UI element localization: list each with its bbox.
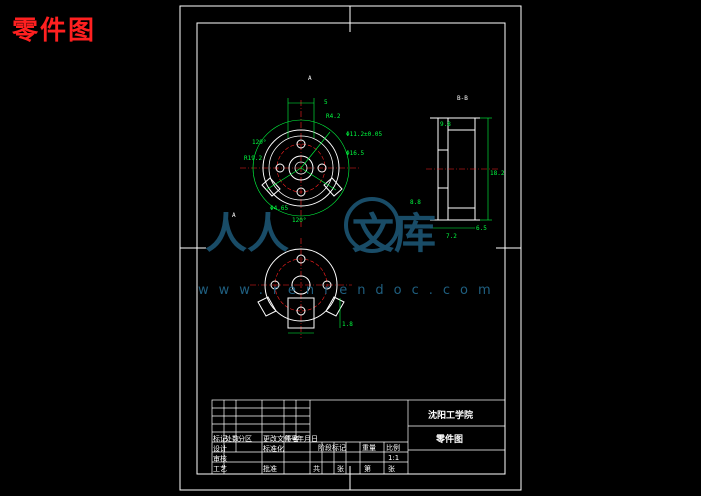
svg-text:人人: 人人 bbox=[205, 209, 289, 258]
dim-r19-2: R19.2 bbox=[244, 155, 262, 162]
tb-row-label-11: 批准 bbox=[263, 465, 277, 473]
tb-row-label-6: 年月日 bbox=[297, 435, 318, 443]
dim-7-2: 7.2 bbox=[446, 233, 457, 240]
tb-row-label-8: 标准化 bbox=[263, 445, 284, 453]
drawing-name: 零件图 bbox=[436, 435, 464, 445]
tb-scale-value: 1:1 bbox=[388, 454, 400, 462]
dim-9-8: 9.8 bbox=[440, 121, 451, 128]
tb-row-label-2: 处数 bbox=[225, 435, 239, 443]
tb-field-weight: 重量 bbox=[362, 444, 376, 452]
dim-angle-120-a: 120° bbox=[252, 139, 266, 146]
tb-row-label-3: 分区 bbox=[238, 435, 252, 443]
tb-row-label-1: 标记 bbox=[213, 435, 227, 443]
dim-dia-11-2: Φ11.2±0.05 bbox=[346, 131, 383, 138]
dim-r4-2: R4.2 bbox=[326, 113, 341, 120]
tb-field-stage: 阶段标记 bbox=[318, 444, 346, 452]
watermark-logo: 人人 文库 bbox=[205, 197, 436, 258]
dim-angle-120-b: 120° bbox=[292, 217, 306, 224]
tb-field-sheet: 张 bbox=[388, 465, 395, 473]
tb-field-sheets: 张 bbox=[337, 465, 344, 473]
dim-dia-16-5: Φ16.5 bbox=[346, 150, 364, 157]
section-label: B-B bbox=[457, 95, 468, 102]
rear-view bbox=[250, 238, 352, 338]
view-label-a-left: A bbox=[232, 212, 236, 219]
dim-6-5: 6.5 bbox=[476, 225, 487, 232]
svg-text:文库: 文库 bbox=[352, 209, 436, 258]
dim-dia-4-65: Φ4.65 bbox=[270, 205, 288, 212]
page-title: 零件图 bbox=[12, 16, 97, 46]
dim-1-8: 1.8 bbox=[342, 321, 353, 328]
tb-row-label-4: 更改文件号 bbox=[263, 435, 298, 443]
view-label-a-top: A bbox=[308, 75, 312, 82]
dim-5: 5 bbox=[324, 99, 328, 106]
front-view bbox=[240, 98, 360, 228]
tb-row-label-9: 审核 bbox=[213, 455, 227, 463]
dim-18-2: 18.2 bbox=[490, 170, 505, 177]
dim-8-8: 8.8 bbox=[410, 199, 421, 206]
tb-field-total: 共 bbox=[313, 465, 320, 473]
school-name: 沈阳工学院 bbox=[428, 411, 474, 421]
tb-row-label-7: 设计 bbox=[213, 445, 227, 453]
tb-field-scale: 比例 bbox=[386, 444, 400, 452]
section-view bbox=[426, 117, 500, 229]
tb-row-label-10: 工艺 bbox=[213, 465, 227, 473]
tb-field-sheet-no: 第 bbox=[364, 465, 371, 473]
tb-row-label-5: 签名 bbox=[285, 435, 299, 443]
watermark-site: www.renrendoc.com bbox=[198, 283, 501, 298]
title-block bbox=[211, 399, 506, 475]
